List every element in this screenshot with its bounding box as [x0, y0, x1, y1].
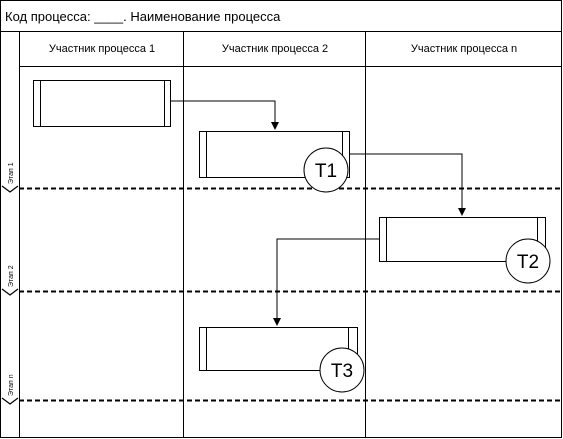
marker-t1: T1	[303, 147, 349, 193]
marker-t3: T3	[319, 347, 365, 393]
diagram-title: Код процесса: ____. Наименование процесс…	[5, 9, 281, 24]
svg-text:T3: T3	[331, 361, 353, 382]
stage-chevron-1	[1, 185, 19, 193]
stage-label-1: Этап 1	[8, 162, 15, 184]
lane-title-3: Участник процесса n	[411, 43, 517, 55]
connector-3	[273, 238, 379, 326]
stage-chevron-3	[1, 397, 19, 405]
marker-t2: T2	[505, 238, 551, 284]
lane-title-2: Участник процесса 2	[222, 43, 328, 55]
svg-text:T1: T1	[315, 161, 337, 182]
process-box-1	[33, 80, 171, 127]
stage-chevron-2	[1, 288, 19, 296]
stage-label-3: Этап n	[8, 374, 15, 396]
lane-title-1: Участник процесса 1	[49, 43, 155, 55]
connector-1	[170, 100, 279, 130]
stage-label-2: Этап 2	[8, 265, 15, 287]
connector-2	[349, 153, 466, 216]
svg-text:T2: T2	[517, 252, 539, 273]
